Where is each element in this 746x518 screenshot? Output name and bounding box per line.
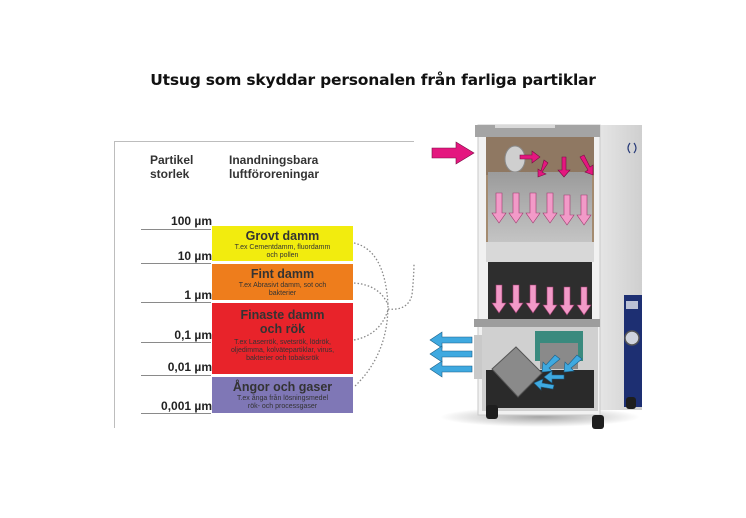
connector-line (353, 282, 389, 306)
header-line: storlek (150, 167, 190, 181)
category-fine-dust: Fint damm T.ex Abrasivt damm, sot och ba… (212, 264, 353, 300)
pollutant-header: Inandningsbara luftföroreningar (229, 153, 319, 181)
inflow-arrow-small-icon (557, 156, 571, 178)
outflow-arrow-icon (429, 360, 473, 378)
outflow-arrow-icon (429, 345, 473, 363)
chart-frame-left (114, 141, 115, 428)
connector-line (353, 309, 389, 341)
down-arrow-icon (491, 192, 507, 224)
internal-flow-arrow-icon (563, 354, 583, 373)
down-arrow-icon (576, 286, 592, 316)
carbon-filter (491, 346, 543, 398)
inflow-arrow-icon (431, 141, 475, 165)
dotted-connectors (353, 242, 415, 388)
main-filter (488, 262, 592, 322)
down-arrow-icon (508, 284, 524, 314)
category-title: och rök (259, 322, 306, 336)
tick-line (141, 229, 211, 230)
internal-flow-arrow-icon (543, 370, 565, 384)
down-arrow-icon (525, 284, 541, 314)
category-title: Grovt damm (245, 229, 320, 243)
size-tick: 0,01 µm (167, 360, 212, 374)
connector-line (387, 262, 415, 310)
internal-flow-arrow-icon (541, 354, 561, 373)
category-title: Ångor och gaser (232, 380, 333, 394)
diagram-title: Utsug som skyddar personalen från farlig… (150, 71, 596, 89)
filter-arrows-lower (491, 284, 592, 316)
particle-size-header: Partikel storlek (150, 153, 193, 181)
header-line: luftföroreningar (229, 167, 319, 181)
connector-line (353, 242, 389, 388)
inflow-arrow-small-icon (579, 154, 594, 176)
chart-frame-top (114, 141, 414, 142)
tick-line (141, 413, 211, 414)
lower-tray (474, 319, 600, 327)
outlet-port (474, 335, 482, 379)
down-arrow-icon (542, 192, 558, 224)
tick-line (141, 263, 211, 264)
middle-tray (486, 242, 594, 262)
tick-line (141, 302, 211, 303)
top-cover-highlight (495, 125, 555, 128)
category-vapors-gases: Ångor och gaser T.ex ånga från lösningsm… (212, 377, 353, 413)
wheel (626, 397, 636, 409)
category-finest-dust-smoke: Finaste damm och rök T.ex Laserrök, svet… (212, 303, 353, 374)
category-subtitle: T.ex ånga från lösningsmedel rök- och pr… (236, 395, 329, 410)
down-arrow-icon (508, 192, 524, 224)
down-arrow-icon (491, 284, 507, 314)
size-tick: 1 µm (184, 288, 212, 302)
control-knob (624, 330, 640, 346)
logo-label (626, 301, 638, 309)
wheel (592, 415, 604, 429)
category-subtitle: T.ex Cementdamm, fluordamm och pollen (234, 244, 331, 259)
outflow-arrow-icon (429, 331, 473, 349)
tick-line (141, 342, 211, 343)
category-subtitle: T.ex Laserrök, svetsrök, lödrök, oljedim… (230, 339, 335, 362)
size-tick: 10 µm (177, 249, 212, 263)
size-tick: 0,001 µm (161, 399, 212, 413)
extraction-unit-illustration (429, 124, 642, 429)
header-line: Partikel (150, 153, 194, 167)
filter-arrows-upper (491, 192, 592, 226)
down-arrow-icon (525, 192, 541, 224)
wheel (486, 405, 498, 419)
down-arrow-icon (576, 194, 592, 226)
category-title: Fint damm (250, 267, 315, 281)
down-arrow-icon (542, 286, 558, 316)
category-title: Finaste damm (240, 308, 325, 322)
inlet-chamber-back (486, 137, 594, 175)
blue-control-panel (624, 295, 642, 407)
wheels (486, 397, 636, 429)
category-coarse-dust: Grovt damm T.ex Cementdamm, fluordamm oc… (212, 226, 353, 261)
size-tick: 100 µm (171, 214, 212, 228)
inflow-arrow-small-icon (537, 159, 549, 178)
tick-line (141, 375, 211, 376)
header-line: Inandningsbara (229, 153, 319, 167)
inflow-arrow-small-icon (519, 150, 541, 164)
brand-logo-icon (627, 142, 637, 154)
pre-filter (488, 172, 592, 242)
down-arrow-icon (559, 194, 575, 226)
down-arrow-icon (559, 286, 575, 316)
category-subtitle: T.ex Abrasivt damm, sot och bakterier (238, 282, 327, 297)
internal-flow-arrow-icon (533, 378, 555, 391)
size-tick: 0,1 µm (174, 328, 212, 342)
